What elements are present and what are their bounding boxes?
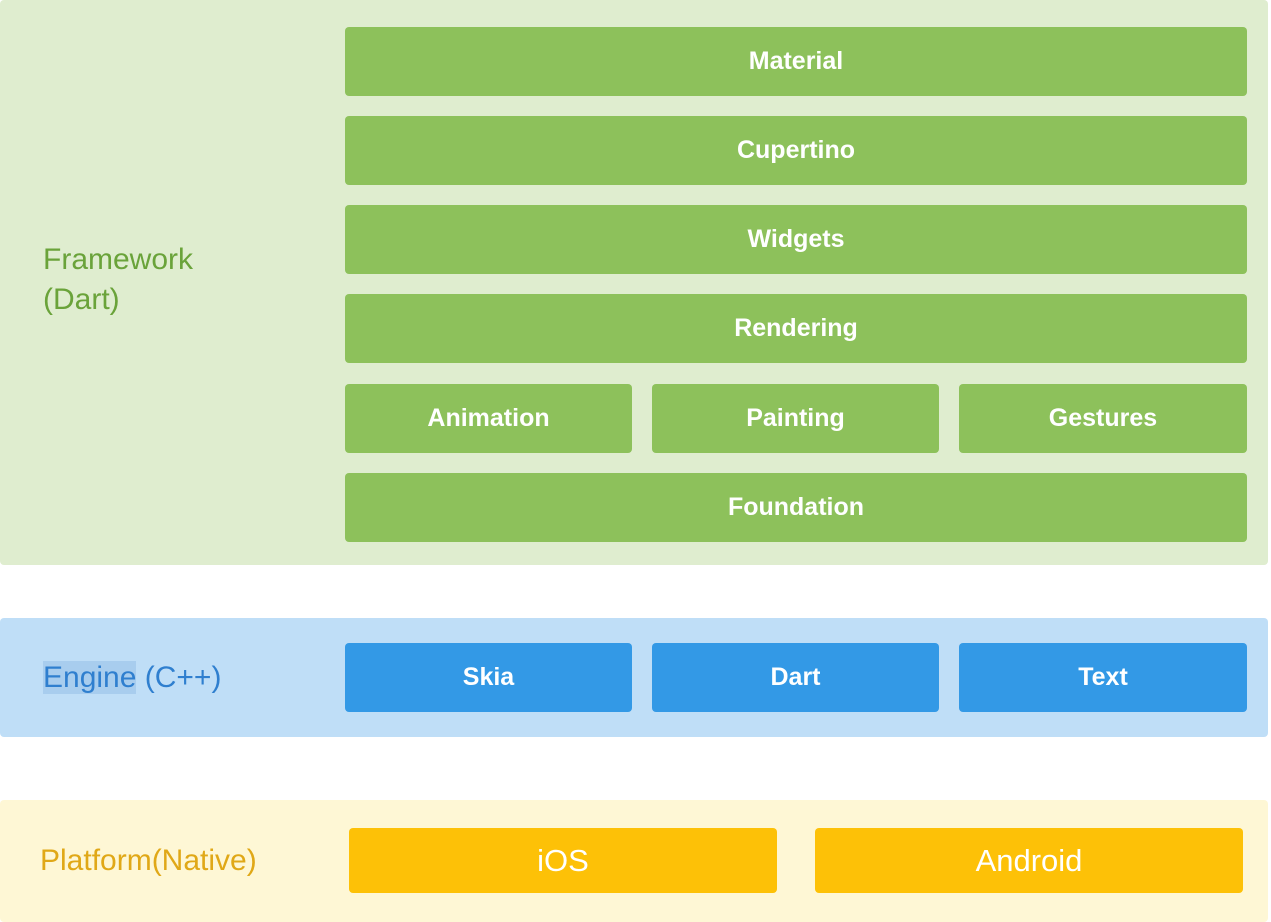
engine-label-rest: (C++) [136, 661, 222, 694]
skia-block: Skia [345, 643, 632, 712]
rendering-block: Rendering [345, 294, 1247, 363]
android-block: Android [815, 828, 1243, 893]
platform-label: Platform(Native) [40, 844, 257, 877]
framework-label: Framework (Dart) [43, 240, 193, 320]
ios-block: iOS [349, 828, 777, 893]
gestures-block: Gestures [959, 384, 1247, 453]
engine-label: Engine (C++) [43, 658, 221, 698]
material-block: Material [345, 27, 1247, 96]
text-block: Text [959, 643, 1247, 712]
painting-block: Painting [652, 384, 939, 453]
animation-block: Animation [345, 384, 632, 453]
framework-label-line1: Framework [43, 243, 194, 276]
foundation-block: Foundation [345, 473, 1247, 542]
engine-label-highlight: Engine [43, 661, 137, 694]
framework-label-line2: (Dart) [43, 283, 120, 316]
cupertino-block: Cupertino [345, 116, 1247, 185]
widgets-block: Widgets [345, 205, 1247, 274]
dart-block: Dart [652, 643, 939, 712]
